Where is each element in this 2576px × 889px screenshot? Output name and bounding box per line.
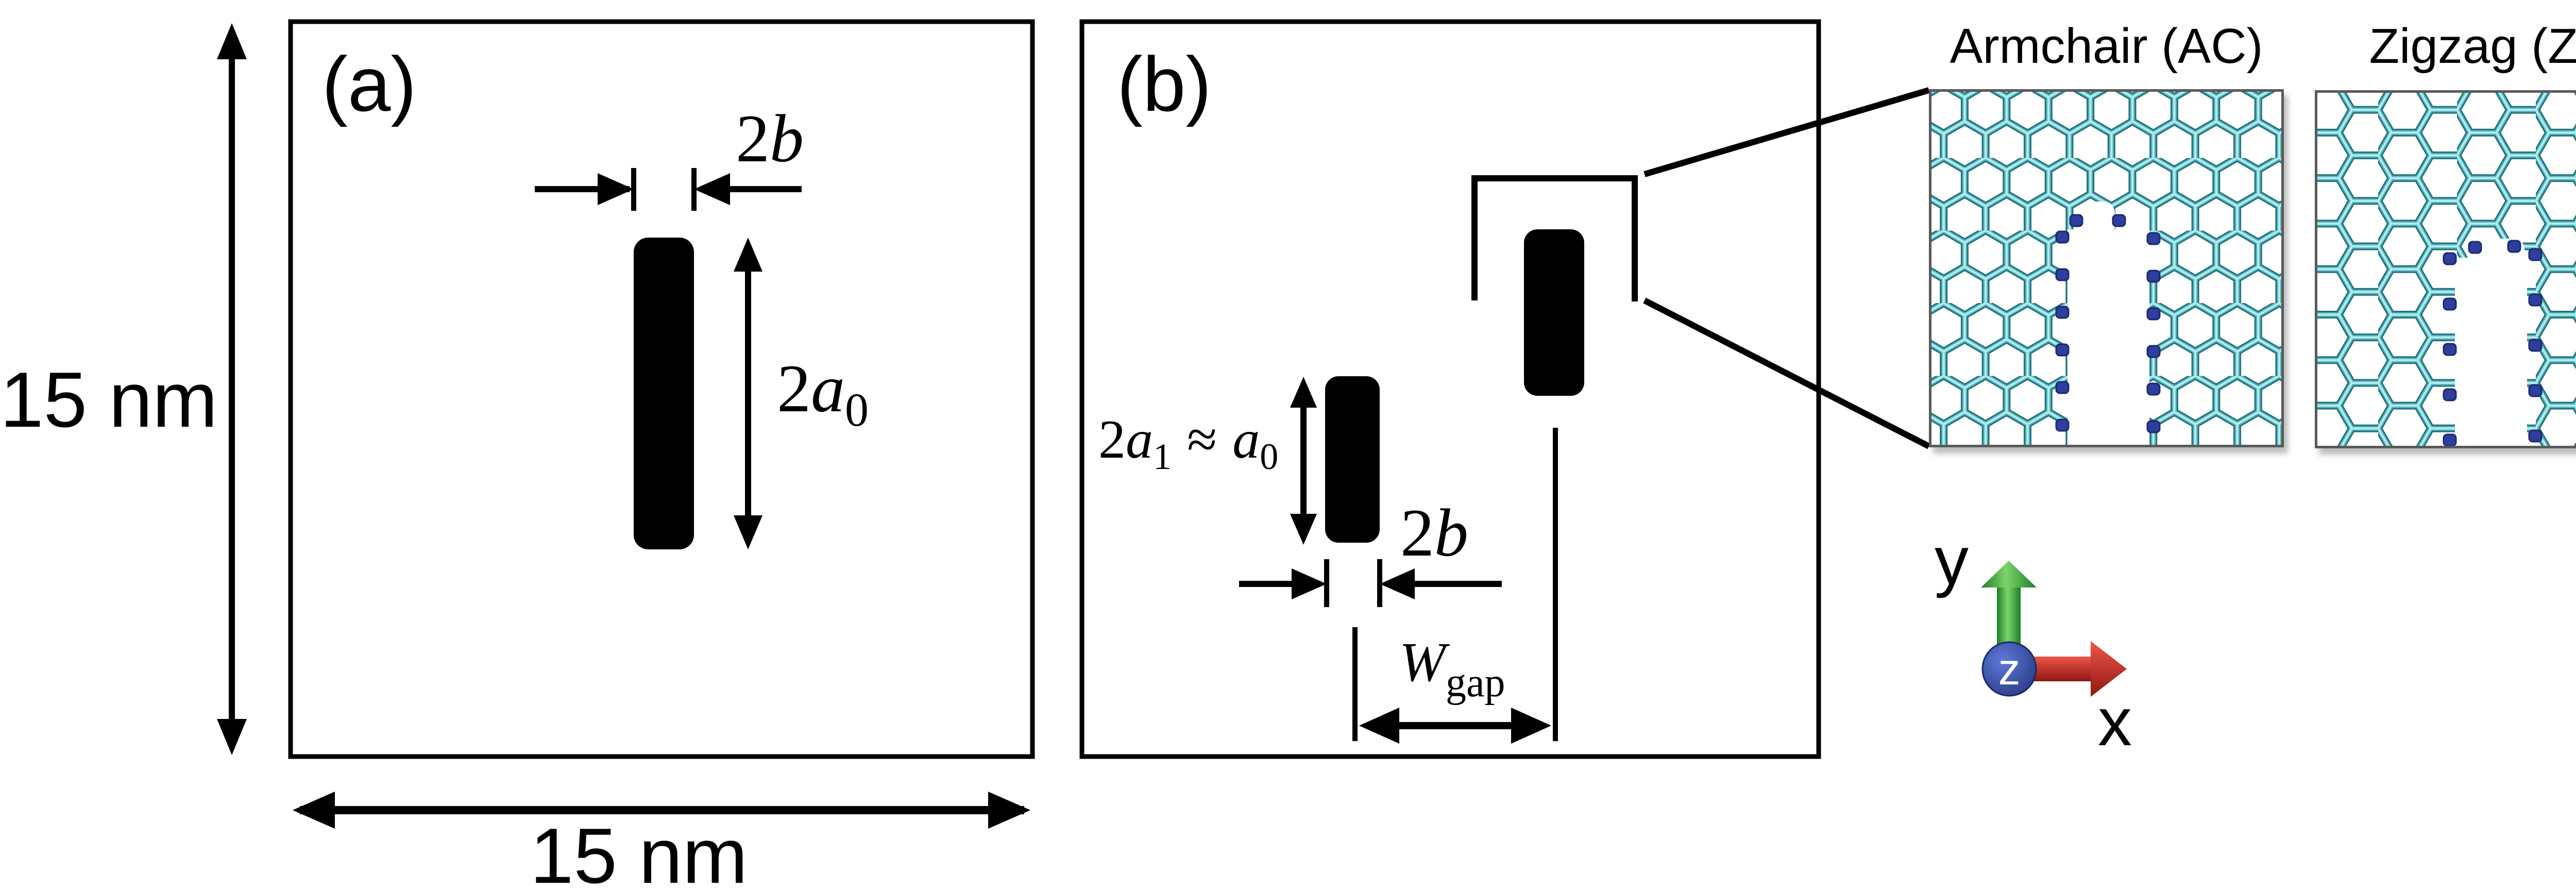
panel-a-height-dimension [217,23,247,755]
panel-b-label: (b) [1117,41,1212,127]
zigzag-title: Zigzag (ZZ) [2369,19,2576,74]
armchair-edge-atoms [2055,214,2161,433]
panel-a-2a0-dimension [734,238,762,549]
panel-b-wgap-label: Wgap [1399,632,1505,706]
y-axis-arrow [1997,578,2021,644]
panel-b-2a1-label: 2a1≈a0 [1098,409,1279,477]
panel-b-wgap-dimension [1352,428,1558,744]
zigzag-edge-atoms [2443,240,2543,447]
z-axis-label: z [1998,645,2021,694]
panel-b-2b-label: 2b [1400,495,1468,571]
armchair-title: Armchair (AC) [1950,19,2263,74]
panel-a-width-dimension [293,792,1030,829]
panel-a-width-label: 15 nm [530,812,748,889]
crack-b-lower [1325,376,1380,543]
panel-b-frame [1079,19,1821,759]
y-axis-label: y [1935,523,1969,598]
crack-a [634,238,694,549]
magnification-bracket [1471,87,1930,449]
x-axis-label: x [2098,684,2132,760]
panel-a-2a0-label: 2a0 [777,350,869,436]
panel-b-2b-dimension [1239,559,1502,607]
x-axis-arrowhead [2091,641,2127,697]
axes-triad [1981,561,2127,697]
panel-a-2b-dimension [535,168,802,211]
panel-a-2b-label: 2b [736,100,804,176]
zigzag-lattice-image [2315,90,2576,448]
z-axis-dot [1981,641,2037,697]
panel-b-2a1-dimension [1290,377,1317,545]
zigzag-notch [2455,239,2527,448]
panel-a-label: (a) [322,41,417,127]
armchair-notch [2067,202,2149,447]
y-axis-arrowhead [1981,561,2037,588]
panel-a-height-label: 15 nm [0,356,218,444]
armchair-lattice-image [1929,89,2284,447]
crack-b-upper [1524,229,1584,396]
